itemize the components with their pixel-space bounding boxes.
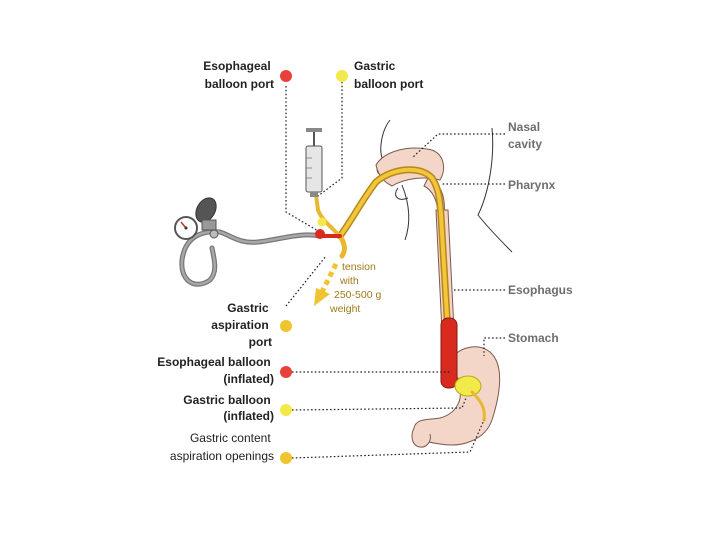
label-nasal-cavity: Nasal cavity: [508, 120, 543, 151]
label-line: aspiration: [211, 318, 268, 332]
tension-arrow: [314, 264, 336, 306]
label-line: Esophageal: [203, 59, 270, 73]
esophageal-balloon-shape: [441, 318, 457, 388]
label-line: with: [339, 275, 359, 287]
label-aspiration-openings: Gastric content aspiration openings: [170, 431, 274, 463]
manometer-hose: [182, 232, 320, 285]
label-line: Nasal: [508, 120, 540, 134]
gastric-balloon-dot: [280, 404, 292, 416]
label-line: Esophageal balloon: [157, 355, 270, 369]
pressure-gauge-icon: [175, 217, 197, 239]
label-gastric-balloon: Gastric balloon (inflated): [183, 393, 274, 423]
label-gastric-aspiration-port: Gastric aspiration port: [211, 301, 272, 349]
label-line: Gastric: [227, 301, 269, 315]
label-tension: tension with 250-500 g weight: [329, 261, 384, 315]
label-esophageal-balloon: Esophageal balloon (inflated): [157, 355, 274, 386]
label-line: 250-500 g: [334, 289, 381, 301]
junction-red-dot: [315, 229, 325, 239]
junction-yellow-dot: [318, 218, 327, 227]
label-line: Gastric balloon: [183, 393, 270, 407]
label-line: (inflated): [223, 409, 274, 423]
gastric-port-dot: [336, 70, 348, 82]
label-gastric-port: Gastric balloon port: [354, 59, 423, 91]
label-pharynx: Pharynx: [508, 178, 556, 192]
label-line: weight: [329, 303, 360, 315]
label-line: Gastric content: [190, 431, 271, 445]
esophageal-balloon-dot: [280, 366, 292, 378]
aspiration-port-dot: [280, 320, 292, 332]
label-line: Gastric: [354, 59, 396, 73]
aspiration-openings-dot: [280, 452, 292, 464]
esophageal-port-dot: [280, 70, 292, 82]
label-line: aspiration openings: [170, 449, 274, 463]
label-line: port: [249, 335, 272, 349]
label-esophagus: Esophagus: [508, 283, 573, 297]
label-line: tension: [342, 261, 376, 273]
syringe-icon: [306, 128, 322, 197]
label-stomach: Stomach: [508, 331, 559, 345]
label-line: balloon port: [354, 77, 423, 91]
label-esophageal-port: Esophageal balloon port: [203, 59, 274, 91]
label-line: (inflated): [223, 372, 274, 386]
label-line: balloon port: [205, 77, 274, 91]
gastric-balloon-shape: [455, 376, 481, 396]
manometer-hose-core: [182, 232, 320, 285]
label-line: cavity: [508, 137, 542, 151]
aspiration-branch: [340, 236, 344, 256]
